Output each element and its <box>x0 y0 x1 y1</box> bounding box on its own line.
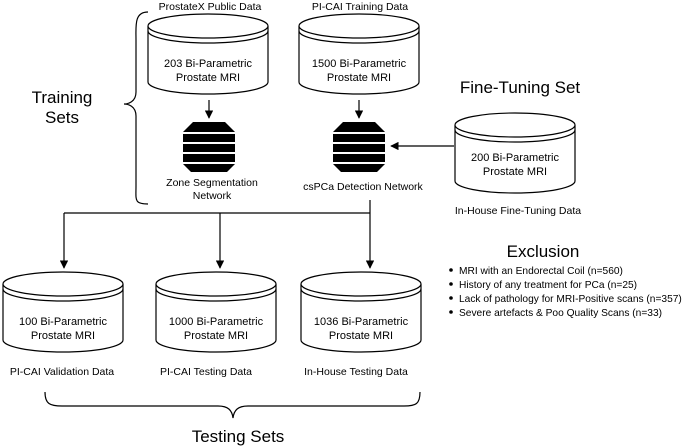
test-1-type: Prostate MRI <box>31 330 95 342</box>
test-2-type: Prostate MRI <box>184 330 248 342</box>
picai-training-caption: PI-CAI Training Data <box>312 1 408 13</box>
test-2-caption: PI-CAI Testing Data <box>160 366 252 378</box>
test-1-count: 100 Bi-Parametric <box>19 316 108 328</box>
exclusion-heading: Exclusion <box>507 242 580 261</box>
testing-heading: Testing Sets <box>192 427 285 446</box>
training-brace <box>123 11 149 205</box>
exclusion-bullet-1 <box>449 268 453 272</box>
training-heading-line2: Sets <box>45 108 79 127</box>
picai-training-type: Prostate MRI <box>327 72 391 84</box>
segmentation-network-icon <box>182 121 236 173</box>
exclusion-item-4: Severe artefacts & Poo Quality Scans (n=… <box>459 308 662 319</box>
exclusion-bullet-4 <box>449 310 453 314</box>
exclusion-item-1: MRI with an Endorectal Coil (n=560) <box>459 266 623 277</box>
prostatex-type: Prostate MRI <box>176 72 240 84</box>
finetuning-type: Prostate MRI <box>483 166 547 178</box>
detection-network-icon <box>332 121 386 173</box>
exclusion-bullet-3 <box>449 296 453 300</box>
prostatex-count: 203 Bi-Parametric <box>164 58 253 70</box>
test-2-count: 1000 Bi-Parametric <box>169 316 264 328</box>
test-3-caption: In-House Testing Data <box>304 366 408 378</box>
training-heading-line1: Training <box>32 88 93 107</box>
test-3-type: Prostate MRI <box>329 330 393 342</box>
exclusion-item-3: Lack of pathology for MRI-Positive scans… <box>459 294 682 305</box>
exclusion-item-2: History of any treatment for PCa (n=25) <box>459 280 637 291</box>
segmentation-network-label-line1: Zone Segmentation <box>166 177 258 189</box>
exclusion-bullet-2 <box>449 282 453 286</box>
finetuning-count: 200 Bi-Parametric <box>471 152 560 164</box>
finetuning-caption: In-House Fine-Tuning Data <box>455 205 581 217</box>
test-1-caption: PI-CAI Validation Data <box>10 366 114 378</box>
finetuning-heading: Fine-Tuning Set <box>460 78 581 97</box>
detection-network-label: csPCa Detection Network <box>303 181 423 193</box>
picai-training-count: 1500 Bi-Parametric <box>312 58 407 70</box>
prostatex-caption: ProstateX Public Data <box>159 1 262 13</box>
test-3-count: 1036 Bi-Parametric <box>314 316 409 328</box>
testing-brace <box>44 391 421 419</box>
segmentation-network-label-line2: Network <box>193 190 232 202</box>
